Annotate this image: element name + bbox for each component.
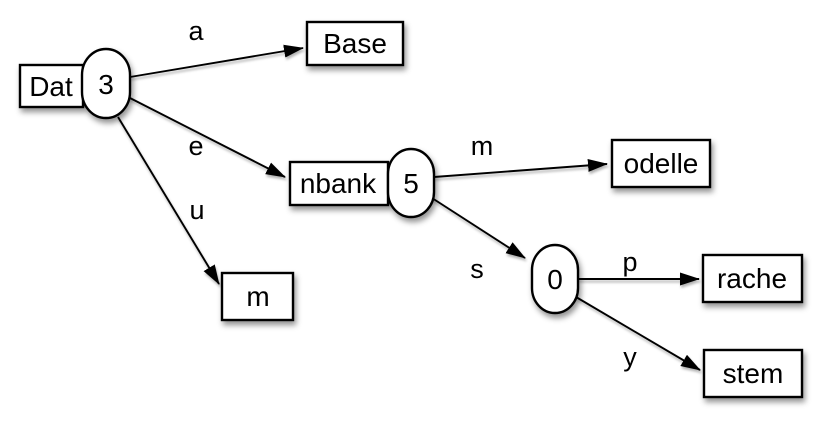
edge-a-label: a bbox=[188, 16, 204, 46]
node-rache-box bbox=[701, 253, 804, 304]
node-rache-label: rache bbox=[717, 263, 787, 294]
node-3-capsule bbox=[80, 47, 132, 120]
node-nbank-label: nbank bbox=[300, 168, 377, 199]
node-stem-box bbox=[702, 348, 804, 399]
node-m-box bbox=[220, 271, 295, 322]
edge-labels-layer: a e u m s p y bbox=[188, 16, 637, 372]
node-base: Base bbox=[305, 20, 405, 67]
node-odelle: odelle bbox=[610, 138, 712, 189]
node-base-label: Base bbox=[323, 28, 387, 59]
edge-s-label: s bbox=[470, 254, 484, 284]
node-3-label: 3 bbox=[98, 69, 114, 100]
node-odelle-label: odelle bbox=[624, 148, 699, 179]
node-0-label: 0 bbox=[547, 264, 563, 295]
node-nbank: nbank 5 bbox=[288, 147, 436, 219]
edge-a-line bbox=[129, 44, 304, 78]
node-dat-label: Dat bbox=[29, 71, 73, 102]
edge-e-label: e bbox=[188, 131, 203, 161]
node-0-capsule bbox=[530, 243, 580, 315]
edge-y-line bbox=[575, 296, 701, 371]
edge-p-label: p bbox=[622, 247, 637, 277]
node-nbank-box bbox=[288, 160, 390, 207]
node-5-label: 5 bbox=[403, 168, 419, 199]
edge-u-line bbox=[117, 116, 220, 285]
node-stem-label: stem bbox=[723, 358, 784, 389]
edge-e-line bbox=[127, 96, 286, 178]
node-base-box bbox=[305, 20, 405, 67]
node-m: m bbox=[220, 271, 295, 322]
node-stem: stem bbox=[702, 348, 804, 399]
node-odelle-box bbox=[610, 138, 712, 189]
edge-s-line bbox=[431, 197, 526, 259]
node-0: 0 bbox=[530, 243, 580, 315]
edge-m-line bbox=[433, 158, 608, 178]
node-dat-root: Dat 3 bbox=[18, 47, 132, 120]
node-m-label: m bbox=[246, 281, 269, 312]
node-rache: rache bbox=[701, 253, 804, 304]
edge-y-label: y bbox=[623, 342, 637, 372]
edge-m-label: m bbox=[471, 131, 494, 161]
edge-u-label: u bbox=[189, 195, 204, 225]
edges-layer bbox=[117, 44, 701, 371]
node-5-capsule bbox=[386, 147, 436, 219]
node-dat-box bbox=[18, 63, 85, 109]
